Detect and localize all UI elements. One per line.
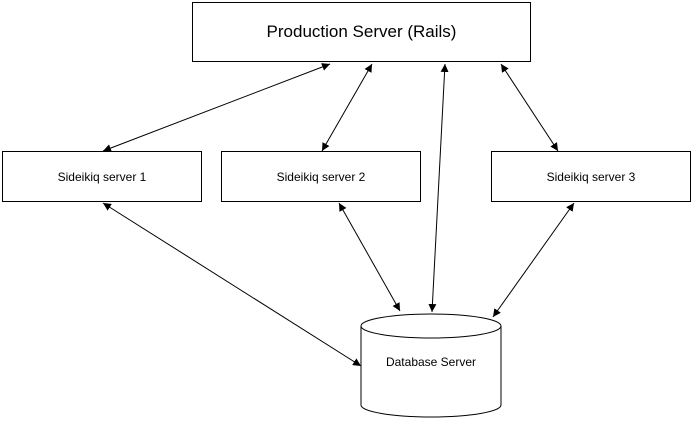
database-server-cylinder[interactable] bbox=[360, 313, 502, 418]
database-server-label: Database Server bbox=[385, 355, 477, 369]
sidekiq-server-3-label: Sideikiq server 3 bbox=[546, 169, 636, 184]
edge-sidekiq1-database[interactable] bbox=[102, 202, 362, 367]
edge-production-sidekiq1[interactable] bbox=[102, 63, 331, 152]
production-server-label: Production Server (Rails) bbox=[266, 22, 457, 41]
sidekiq-server-1-label: Sideikiq server 1 bbox=[57, 169, 147, 184]
edge-production-sidekiq2[interactable] bbox=[321, 63, 373, 152]
edge-production-database[interactable] bbox=[428, 63, 449, 313]
sidekiq-server-2-node[interactable]: Sideikiq server 2 bbox=[221, 151, 421, 202]
edge-production-sidekiq3[interactable] bbox=[500, 63, 559, 152]
sidekiq-server-3-node[interactable]: Sideikiq server 3 bbox=[491, 151, 691, 202]
edge-sidekiq3-database[interactable] bbox=[492, 202, 575, 318]
edge-sidekiq2-database[interactable] bbox=[338, 202, 401, 312]
sidekiq-server-1-node[interactable]: Sideikiq server 1 bbox=[2, 151, 202, 202]
production-server-node[interactable]: Production Server (Rails) bbox=[192, 2, 531, 62]
sidekiq-server-2-label: Sideikiq server 2 bbox=[276, 169, 366, 184]
